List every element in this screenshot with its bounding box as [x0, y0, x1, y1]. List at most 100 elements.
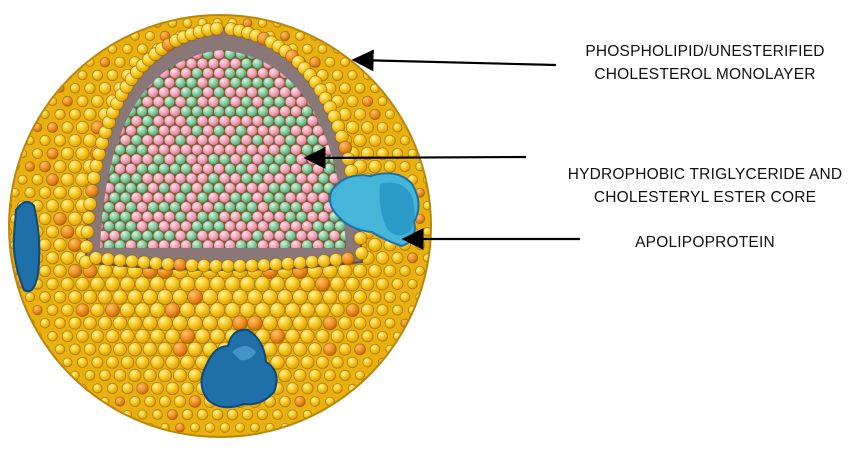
cholesteryl-ester-molecule: [280, 202, 291, 213]
triglyceride-molecule: [285, 96, 296, 107]
cholesteryl-ester-molecule: [208, 154, 219, 165]
cholesteryl-ester-molecule: [186, 77, 197, 88]
cholesteryl-ester-molecule: [274, 192, 285, 203]
phospholipid-head: [285, 277, 300, 292]
monolayer-head: [138, 256, 151, 269]
cholesteryl-ester-molecule: [285, 154, 296, 165]
phospholipid-head: [61, 199, 74, 212]
cholesteryl-ester-molecule: [159, 163, 170, 174]
cholesterol-molecule: [324, 343, 337, 356]
phospholipid-head: [378, 97, 387, 106]
triglyceride-molecule: [203, 87, 214, 98]
phospholipid-head: [173, 316, 188, 331]
triglyceride-molecule: [197, 77, 208, 88]
phospholipid-head: [202, 290, 217, 305]
triglyceride-molecule: [269, 144, 280, 155]
cholesteryl-ester-molecule: [252, 135, 263, 146]
triglyceride-molecule: [153, 116, 164, 127]
cholesteryl-ester-molecule: [120, 230, 131, 241]
phospholipid-head: [378, 331, 388, 341]
phospholipid-head: [227, 409, 238, 420]
triglyceride-molecule: [291, 125, 302, 136]
phospholipid-head: [114, 370, 126, 382]
triglyceride-molecule: [186, 135, 197, 146]
phospholipid-head: [69, 291, 82, 304]
cholesteryl-ester-molecule: [285, 230, 296, 241]
triglyceride-molecule: [219, 192, 230, 203]
phospholipid-head: [220, 423, 229, 432]
cholesteryl-ester-molecule: [203, 106, 214, 117]
cholesteryl-ester-molecule: [192, 125, 203, 136]
phospholipid-head: [77, 330, 89, 342]
phospholipid-head: [369, 160, 382, 173]
phospholipid-head: [107, 356, 119, 368]
cholesteryl-ester-molecule: [280, 144, 291, 155]
triglyceride-molecule: [164, 211, 175, 222]
cholesteryl-ester-molecule: [258, 87, 269, 98]
phospholipid-head: [368, 238, 381, 251]
phospholipid-head: [165, 277, 180, 292]
phospholipid-head: [331, 330, 344, 343]
triglyceride-molecule: [159, 125, 170, 136]
triglyceride-molecule: [307, 211, 318, 222]
phospholipid-head: [106, 330, 119, 343]
phospholipid-head: [331, 303, 345, 317]
phospholipid-head: [198, 436, 206, 444]
phospholipid-head: [54, 239, 67, 252]
cholesteryl-ester-molecule: [236, 125, 247, 136]
phospholipid-head: [180, 277, 195, 292]
phospholipid-head: [113, 290, 127, 304]
phospholipid-head: [76, 173, 90, 187]
cholesterol-molecule: [270, 329, 284, 343]
triglyceride-molecule: [170, 87, 181, 98]
triglyceride-molecule: [131, 116, 142, 127]
cholesteryl-ester-molecule: [324, 163, 335, 174]
phospholipid-head: [158, 290, 173, 305]
cholesteryl-ester-molecule: [241, 77, 252, 88]
cholesteryl-ester-molecule: [137, 106, 148, 117]
phospholipid-head: [280, 396, 291, 407]
triglyceride-molecule: [225, 125, 236, 136]
phospholipid-head: [384, 265, 396, 277]
phospholipid-head: [152, 382, 164, 394]
monolayer-head: [82, 211, 95, 224]
triglyceride-molecule: [236, 221, 247, 232]
phospholipid-head: [188, 369, 201, 382]
triglyceride-molecule: [115, 202, 126, 213]
triglyceride-molecule: [274, 135, 285, 146]
triglyceride-molecule: [302, 202, 313, 213]
phospholipid-head: [181, 356, 195, 370]
phospholipid-head: [300, 277, 315, 292]
cholesterol-molecule: [106, 303, 120, 317]
cholesteryl-ester-molecule: [285, 135, 296, 146]
phospholipid-head: [173, 290, 188, 305]
triglyceride-molecule: [208, 58, 219, 69]
triglyceride-molecule: [296, 173, 307, 184]
triglyceride-molecule: [307, 173, 318, 184]
monolayer-head: [306, 256, 319, 269]
cholesteryl-ester-molecule: [137, 183, 148, 194]
cholesteryl-ester-molecule: [131, 135, 142, 146]
phospholipid-head: [158, 342, 172, 356]
cholesteryl-ester-molecule: [241, 173, 252, 184]
phospholipid-head: [76, 277, 89, 290]
arrow-monolayer: [356, 60, 556, 65]
cholesteryl-ester-molecule: [236, 163, 247, 174]
cholesteryl-ester-molecule: [181, 183, 192, 194]
triglyceride-molecule: [109, 230, 120, 241]
cholesterol-molecule: [68, 264, 81, 277]
triglyceride-molecule: [126, 163, 137, 174]
triglyceride-molecule: [313, 163, 324, 174]
phospholipid-head: [287, 383, 299, 395]
phospholipid-head: [145, 31, 154, 40]
cholesteryl-ester-molecule: [236, 106, 247, 117]
triglyceride-molecule: [148, 183, 159, 194]
triglyceride-molecule: [214, 144, 225, 155]
triglyceride-molecule: [208, 96, 219, 107]
monolayer-head: [126, 255, 139, 268]
monolayer-head: [210, 22, 223, 35]
triglyceride-molecule: [296, 154, 307, 165]
monolayer-head: [339, 141, 352, 154]
phospholipid-head: [332, 70, 343, 81]
triglyceride-molecule: [120, 135, 131, 146]
